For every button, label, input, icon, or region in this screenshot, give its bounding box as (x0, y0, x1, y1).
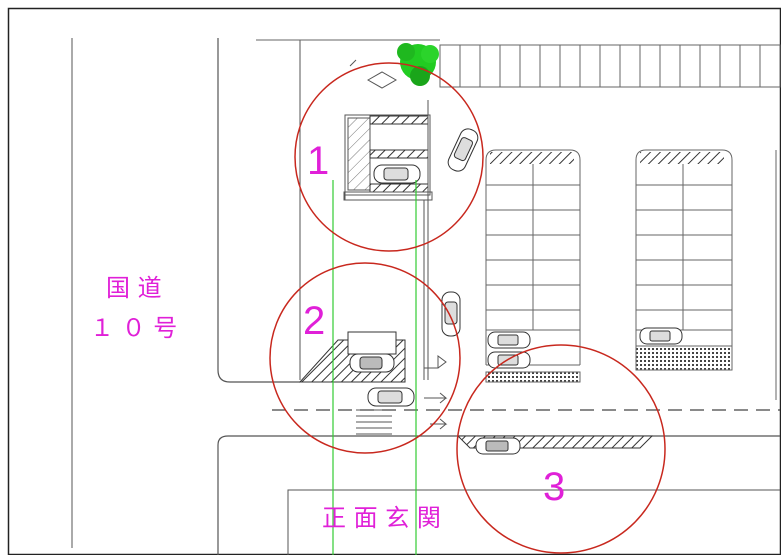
hatched-stall-area (347, 117, 371, 191)
car-icon (447, 128, 479, 172)
entrance-label: 正 面 玄 関 (322, 504, 441, 532)
road-label-line2: １ ０ 号 (90, 314, 177, 342)
marker-circle-3 (456, 344, 666, 554)
car-icon (441, 291, 461, 337)
car-icon (487, 331, 531, 369)
marker-circle-1 (294, 62, 484, 252)
car-icon (349, 353, 395, 373)
parking-grid-left (485, 149, 581, 383)
marker-number-1: 1 (307, 139, 329, 183)
car-icon (475, 437, 521, 455)
car-icon (367, 387, 415, 407)
car-icon (373, 164, 421, 184)
building-outline (217, 38, 300, 383)
marker-circle-2 (269, 262, 461, 454)
crosswalk (356, 409, 392, 435)
top-parking-strip (439, 44, 781, 88)
car-icon (639, 327, 683, 345)
parking-grid-right (635, 149, 733, 371)
marker-circles (269, 62, 666, 554)
road-label-line1: 国 道 (106, 274, 162, 302)
arrow-icon (424, 355, 448, 430)
marker-number-3: 3 (543, 465, 565, 509)
guide-lines (332, 180, 417, 555)
marker-number-2: 2 (303, 299, 325, 343)
